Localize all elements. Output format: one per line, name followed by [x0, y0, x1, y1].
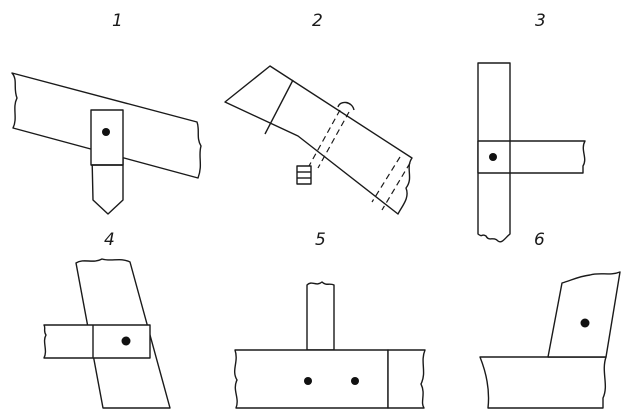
figure-5-nail-right: [351, 377, 359, 385]
figure-2-beam: [224, 65, 413, 215]
figure-5-label: 5: [315, 230, 326, 250]
figure-6-upper: [547, 271, 621, 358]
figure-5-side-member: [387, 349, 426, 409]
figure-2-joint-line: [264, 79, 294, 135]
figure-3-label: 3: [535, 11, 546, 31]
figure-6-nail: [580, 318, 590, 328]
figure-6: 6: [479, 230, 621, 409]
figure-2-dashed-a: [371, 156, 401, 203]
figure-3-nail: [489, 153, 497, 161]
figure-1-post-overlap: [90, 109, 124, 166]
figure-1-label: 1: [112, 11, 123, 31]
figure-2-bolt-shaft-b: [308, 109, 341, 167]
figure-2-label: 2: [312, 11, 323, 31]
figure-2-bolt-head: [337, 101, 355, 111]
figure-1-nail: [102, 128, 110, 136]
figure-3: 3: [477, 11, 586, 243]
figure-5-nail-left: [304, 377, 312, 385]
figure-1: 1: [11, 11, 202, 215]
figure-6-base: [479, 356, 607, 409]
figure-2-nut: [296, 165, 312, 185]
figure-3-post: [477, 62, 511, 243]
figure-5-post: [306, 281, 335, 351]
figure-4-arm: [43, 324, 151, 359]
figure-2: 2: [224, 11, 413, 215]
figure-5: 5: [234, 230, 426, 409]
figure-4-nail: [121, 336, 131, 346]
figure-4: 4: [43, 230, 171, 409]
figure-6-label: 6: [534, 230, 545, 250]
figure-4-label: 4: [104, 230, 115, 250]
figure-2-bolt-shaft-a: [317, 111, 350, 169]
figure-2-dashed-b: [381, 162, 411, 211]
